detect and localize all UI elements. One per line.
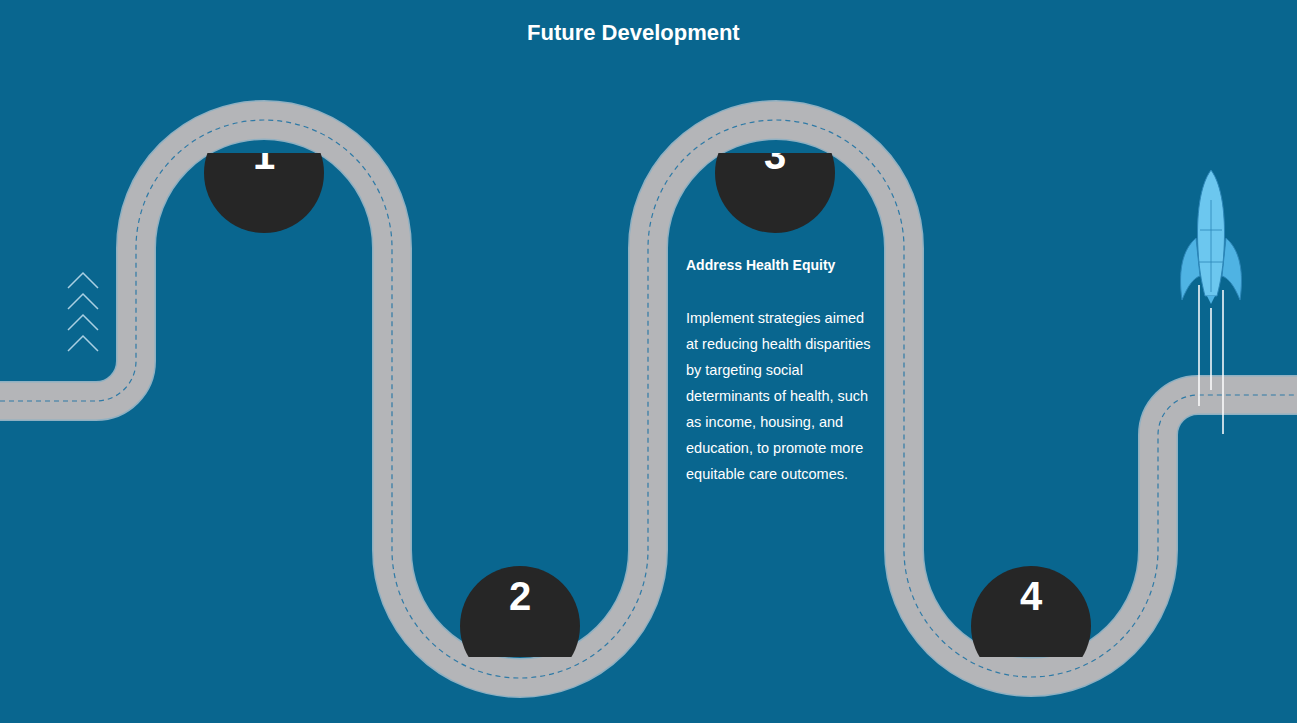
page-title: Future Development — [527, 20, 740, 46]
callout-number: 1 — [253, 135, 275, 233]
step-description: Implement strategies aimed at reducing h… — [686, 305, 876, 487]
rocket — [1181, 170, 1242, 434]
road — [0, 120, 1297, 678]
callout-number: 3 — [764, 135, 786, 233]
step-heading: Address Health Equity — [686, 256, 886, 274]
chevrons — [68, 273, 98, 351]
